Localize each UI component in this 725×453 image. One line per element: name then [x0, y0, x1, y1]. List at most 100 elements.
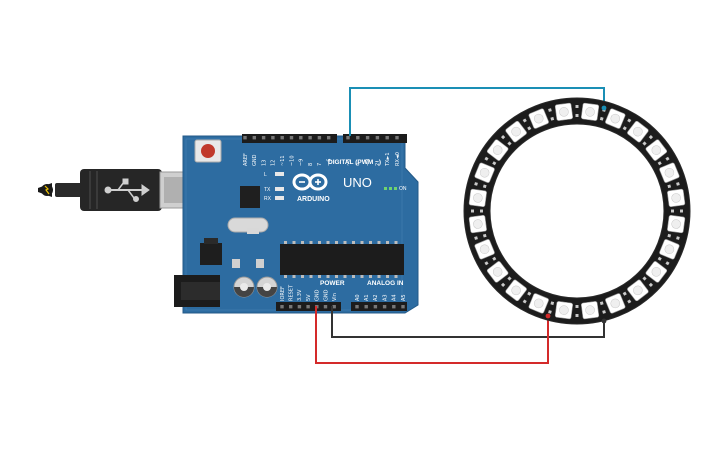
chip-leg — [292, 275, 296, 278]
digital-pin-hole[interactable] — [327, 136, 331, 140]
digital-pin-hole[interactable] — [346, 136, 350, 140]
digital-pin-hole[interactable] — [317, 136, 322, 140]
chip-leg — [326, 241, 330, 244]
power-pin-label: Vin — [332, 293, 338, 301]
neopixel-led[interactable] — [627, 279, 649, 302]
neopixel-led[interactable] — [645, 139, 668, 161]
neopixel-led[interactable] — [505, 120, 527, 143]
digital-pin-hole[interactable] — [385, 136, 389, 140]
neopixel-led[interactable] — [659, 162, 680, 183]
neopixel-led[interactable] — [667, 188, 686, 207]
digital-pin-hole[interactable] — [308, 136, 312, 140]
digital-pin-label: AREF — [243, 153, 249, 166]
chip-leg — [360, 241, 364, 244]
power-pin-hole[interactable] — [289, 305, 293, 309]
digital-pin-hole[interactable] — [271, 136, 275, 140]
digital-pin-label: 8 — [308, 163, 314, 166]
data-wire[interactable] — [349, 87, 605, 136]
ring-contact-pad — [522, 291, 532, 304]
ring-contact-pad — [522, 118, 532, 131]
digital-pin-hole[interactable] — [252, 136, 256, 140]
chip-leg — [309, 275, 313, 278]
neopixel-led[interactable] — [505, 279, 527, 302]
power-jack[interactable] — [174, 275, 220, 307]
digital-pin-label: 13 — [261, 160, 267, 166]
digital-pin-hole[interactable] — [261, 136, 266, 140]
analog-pin-hole[interactable] — [364, 305, 368, 309]
ring-contact-pad — [642, 134, 654, 146]
neopixel-led[interactable] — [627, 120, 649, 143]
analog-pin-label: A1 — [364, 294, 370, 301]
digital-header — [242, 134, 407, 143]
power-pin-hole[interactable] — [306, 305, 310, 309]
ground-wire[interactable] — [331, 306, 605, 338]
digital-pin-hole[interactable] — [375, 136, 380, 140]
neopixel-led[interactable] — [605, 108, 626, 129]
neopixel-led[interactable] — [645, 261, 668, 283]
usb-chip — [240, 186, 260, 208]
atmega-chip — [280, 241, 404, 278]
neopixel-led[interactable] — [605, 293, 626, 314]
smd-capacitor — [232, 259, 240, 268]
neopixel-led[interactable] — [581, 301, 600, 320]
ring-contact-pad — [575, 105, 579, 117]
power-pin-label: IOREF — [280, 286, 286, 301]
analog-pin-hole[interactable] — [382, 305, 387, 309]
digital-pin-hole[interactable] — [299, 136, 303, 140]
neopixel-led[interactable] — [468, 188, 487, 207]
chip-leg — [394, 241, 398, 244]
analog-pin-label: A5 — [401, 294, 407, 301]
neopixel-led[interactable] — [554, 301, 573, 320]
digital-pin-hole[interactable] — [289, 136, 294, 140]
neopixel-led[interactable] — [528, 293, 549, 314]
ring-contact-pad — [484, 256, 497, 266]
digital-pin-hole[interactable] — [365, 136, 370, 140]
neopixel-led[interactable] — [486, 139, 509, 161]
neopixel-led[interactable] — [468, 215, 487, 234]
power-pin-hole[interactable] — [297, 305, 302, 309]
on-label: ON — [399, 186, 407, 192]
neopixel-led[interactable] — [667, 215, 686, 234]
power-pin-hole[interactable] — [332, 305, 336, 309]
reset-button[interactable] — [194, 139, 222, 163]
power-pin-hole[interactable] — [323, 305, 328, 309]
digital-header-label: DIGITAL (PWM ~) — [328, 159, 381, 166]
neopixel-led[interactable] — [554, 102, 573, 121]
chip-leg — [292, 241, 296, 244]
chip-leg — [318, 275, 321, 278]
smd-capacitor — [256, 259, 264, 268]
analog-pin-hole[interactable] — [355, 305, 359, 309]
digital-pin-hole[interactable] — [395, 136, 399, 140]
neopixel-led[interactable] — [581, 102, 600, 121]
ring-contact-pad — [599, 301, 606, 314]
digital-pin-hole[interactable] — [356, 136, 360, 140]
led-label: RX — [264, 196, 272, 202]
neopixel-ring[interactable] — [463, 97, 691, 325]
usb-cable[interactable] — [38, 169, 201, 211]
analog-header-label: ANALOG IN — [367, 280, 404, 287]
chip-leg — [343, 275, 347, 278]
gnd-pad — [601, 318, 607, 324]
power-wire[interactable] — [315, 306, 549, 364]
neopixel-led[interactable] — [474, 239, 495, 260]
power-pad — [545, 313, 551, 319]
model-text: UNO — [343, 175, 372, 190]
neopixel-led[interactable] — [486, 261, 509, 283]
neopixel-led[interactable] — [474, 162, 495, 183]
digital-pin-hole[interactable] — [243, 136, 247, 140]
chip-leg — [335, 275, 338, 278]
ring-contact-pad — [471, 209, 483, 213]
digital-pin-label: ~5 — [346, 159, 352, 166]
ring-contact-pad — [667, 233, 680, 240]
analog-pin-hole[interactable] — [373, 305, 378, 309]
ring-contact-pad — [474, 233, 487, 240]
digital-pin-hole[interactable] — [280, 136, 284, 140]
power-pin-hole[interactable] — [280, 305, 284, 309]
analog-pin-hole[interactable] — [392, 305, 396, 309]
analog-pin-hole[interactable] — [401, 305, 405, 309]
neopixel-led[interactable] — [528, 108, 549, 129]
neopixel-led[interactable] — [659, 239, 680, 260]
power-pin-label: 5V — [306, 294, 312, 301]
voltage-regulator — [200, 243, 222, 265]
